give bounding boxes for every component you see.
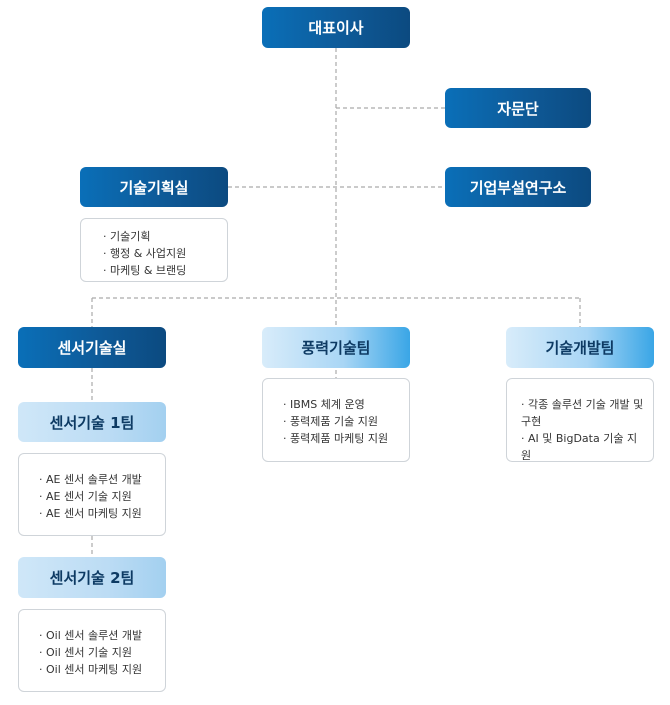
list-item: Oil 센서 기술 지원: [39, 644, 165, 661]
list-item: 풍력제품 기술 지원: [283, 413, 409, 430]
dev-team-duties: 각종 솔루션 기술 개발 및 구현 AI 및 BigData 기술 지원: [506, 378, 654, 462]
research-node: 기업부설연구소: [445, 167, 591, 207]
list-item: 기술기획: [103, 228, 227, 245]
sensor-team2-duties: Oil 센서 솔루션 개발 Oil 센서 기술 지원 Oil 센서 마케팅 지원: [18, 609, 166, 692]
list-item: 행정 & 사업지원: [103, 245, 227, 262]
ceo-node: 대표이사: [262, 7, 410, 48]
list-item: 각종 솔루션 기술 개발 및 구현: [521, 396, 647, 430]
list-item: IBMS 체계 운영: [283, 396, 409, 413]
sensor-office-node: 센서기술실: [18, 327, 166, 368]
tech-planning-node: 기술기획실: [80, 167, 228, 207]
sensor-office-label: 센서기술실: [57, 339, 127, 357]
sensor-team1-duties: AE 센서 솔루션 개발 AE 센서 기술 지원 AE 센서 마케팅 지원: [18, 453, 166, 536]
list-item: AE 센서 기술 지원: [39, 488, 165, 505]
tech-planning-duties: 기술기획 행정 & 사업지원 마케팅 & 브랜딩: [80, 218, 228, 282]
advisory-node: 자문단: [445, 88, 591, 128]
advisory-label: 자문단: [497, 99, 539, 118]
wind-team-label: 풍력기술팀: [301, 339, 371, 357]
list-item: Oil 센서 마케팅 지원: [39, 661, 165, 678]
dev-team-node: 기술개발팀: [506, 327, 654, 368]
tech-planning-label: 기술기획실: [119, 178, 189, 197]
list-item: 마케팅 & 브랜딩: [103, 262, 227, 279]
list-item: AI 및 BigData 기술 지원: [521, 430, 647, 464]
wind-team-node: 풍력기술팀: [262, 327, 410, 368]
sensor-team1-label: 센서기술 1팀: [49, 413, 135, 432]
list-item: AE 센서 마케팅 지원: [39, 505, 165, 522]
wind-team-duties: IBMS 체계 운영 풍력제품 기술 지원 풍력제품 마케팅 지원: [262, 378, 410, 462]
ceo-label: 대표이사: [308, 19, 364, 37]
list-item: Oil 센서 솔루션 개발: [39, 627, 165, 644]
sensor-team1-node: 센서기술 1팀: [18, 402, 166, 442]
research-label: 기업부설연구소: [469, 178, 567, 197]
list-item: AE 센서 솔루션 개발: [39, 471, 165, 488]
dev-team-label: 기술개발팀: [545, 339, 615, 357]
list-item: 풍력제품 마케팅 지원: [283, 430, 409, 447]
sensor-team2-label: 센서기술 2팀: [49, 569, 135, 587]
sensor-team2-node: 센서기술 2팀: [18, 557, 166, 598]
